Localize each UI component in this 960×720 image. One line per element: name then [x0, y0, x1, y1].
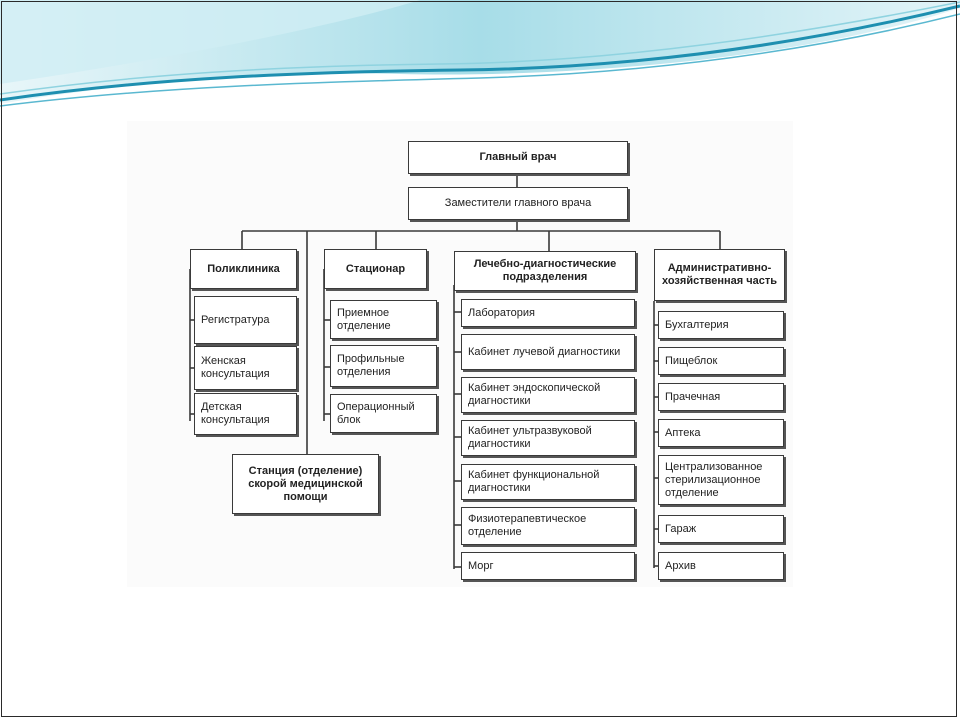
- admin-item: Прачечная: [658, 383, 784, 411]
- ambulance-box: Станция (отделение) скорой медицинской п…: [232, 454, 379, 514]
- diagnostic-item: Кабинет лучевой диагностики: [461, 334, 635, 370]
- admin-item: Гараж: [658, 515, 784, 543]
- diagnostic-item: Лаборатория: [461, 299, 635, 327]
- chief-doctor-box: Главный врач: [408, 141, 628, 174]
- header-wave-decoration: [0, 0, 960, 107]
- admin-item: Архив: [658, 552, 784, 580]
- org-chart: Главный врач Заместители главного врача …: [127, 121, 793, 587]
- deputies-box: Заместители главного врача: [408, 187, 628, 220]
- diagnostic-item: Кабинет ультразвуковой диагностики: [461, 420, 635, 456]
- admin-item: Аптека: [658, 419, 784, 447]
- admin-item: Бухгалтерия: [658, 311, 784, 339]
- hospital-item: Профильные отделения: [330, 345, 437, 387]
- diagnostic-box: Лечебно-диагностические подразделения: [454, 251, 636, 291]
- admin-item: Пищеблок: [658, 347, 784, 375]
- polyclinic-box: Поликлиника: [190, 249, 297, 289]
- hospital-item: Операционный блок: [330, 394, 437, 433]
- polyclinic-item: Регистратура: [194, 296, 297, 344]
- admin-box: Административно-хозяйственная часть: [654, 249, 785, 301]
- polyclinic-item: Женская консультация: [194, 346, 297, 390]
- polyclinic-item: Детская консультация: [194, 393, 297, 435]
- admin-item: Централизованное стерилизационное отделе…: [658, 455, 784, 505]
- diagnostic-item: Морг: [461, 552, 635, 580]
- hospital-item: Приемное отделение: [330, 300, 437, 339]
- connector-lines: [189, 174, 721, 569]
- hospital-box: Стационар: [324, 249, 427, 289]
- diagnostic-item: Физиотерапевтическое отделение: [461, 507, 635, 545]
- diagnostic-item: Кабинет эндоскопической диагностики: [461, 377, 635, 413]
- diagnostic-item: Кабинет функциональной диагностики: [461, 464, 635, 500]
